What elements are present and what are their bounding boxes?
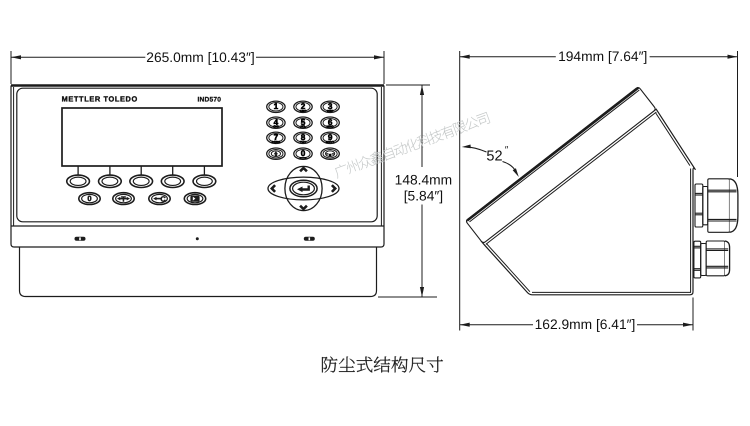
svg-text:MNO: MNO	[327, 125, 335, 129]
svg-text:7: 7	[274, 133, 279, 142]
svg-text:C: C	[160, 194, 166, 203]
svg-text:ABC: ABC	[300, 109, 307, 113]
svg-text:6: 6	[328, 118, 333, 127]
svg-text:GHI: GHI	[273, 125, 279, 129]
svg-text:52: 52	[486, 149, 502, 165]
svg-text:5: 5	[301, 118, 306, 127]
svg-text:8: 8	[301, 133, 306, 142]
svg-text:T: T	[121, 194, 126, 203]
svg-text:4: 4	[274, 118, 279, 127]
svg-text:METTLER TOLEDO: METTLER TOLEDO	[62, 94, 138, 103]
svg-text:JKL: JKL	[300, 125, 306, 129]
svg-text:0: 0	[301, 149, 306, 158]
svg-text:TUV: TUV	[300, 140, 306, 144]
svg-text:IND570: IND570	[198, 96, 222, 103]
svg-text:[5.84″]: [5.84″]	[404, 188, 443, 203]
svg-text:DEF: DEF	[327, 109, 333, 113]
svg-text:265.0mm [10.43″]: 265.0mm [10.43″]	[146, 50, 254, 65]
svg-text:WXYZ: WXYZ	[326, 140, 335, 144]
svg-text:PQRS: PQRS	[272, 140, 281, 144]
svg-text:2: 2	[301, 102, 306, 111]
svg-text:148.4mm: 148.4mm	[395, 172, 453, 187]
svg-text:3: 3	[328, 102, 333, 111]
svg-text:″: ″	[505, 145, 509, 156]
svg-text:162.9mm [6.41″]: 162.9mm [6.41″]	[535, 317, 636, 332]
svg-text:9: 9	[328, 133, 333, 142]
svg-text:0: 0	[87, 194, 91, 203]
svg-text:1: 1	[274, 102, 279, 111]
svg-text:194mm [7.64″]: 194mm [7.64″]	[558, 49, 647, 64]
